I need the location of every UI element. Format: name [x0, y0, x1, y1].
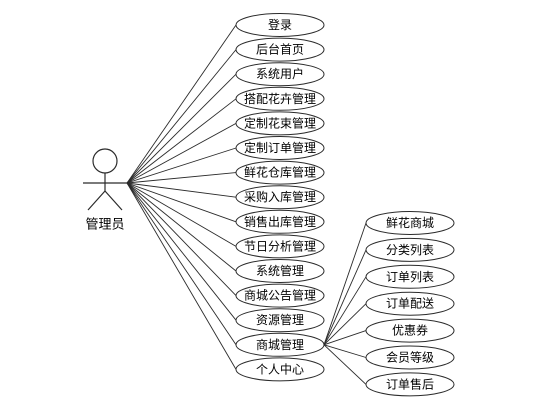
sub-use-case-ellipse[interactable]	[365, 291, 455, 316]
sub-use-case-coupon[interactable]: 优惠券	[365, 318, 455, 343]
sub-use-case-ellipse[interactable]	[365, 318, 455, 343]
mall-association-line-flower-mall	[323, 222, 367, 345]
use-case-admin-home[interactable]: 后台首页	[235, 37, 325, 62]
association-line-holiday-analysis-mgmt	[126, 182, 237, 247]
actor-figure: 管理员	[83, 148, 127, 233]
sub-use-case-after-sales[interactable]: 订单售后	[365, 372, 455, 397]
use-case-ellipse[interactable]	[235, 259, 325, 283]
use-case-holiday-analysis-mgmt[interactable]: 节日分析管理	[235, 234, 325, 259]
mall-association-line-member-level	[323, 344, 367, 358]
use-case-label: 节日分析管理	[244, 238, 316, 253]
use-case-label: 登录	[268, 17, 292, 32]
use-case-ellipse[interactable]	[235, 308, 325, 333]
sub-use-case-ellipse[interactable]	[365, 372, 455, 397]
use-case-list: 登录后台首页系统用户搭配花卉管理定制花束管理定制订单管理鲜花仓库管理采购入库管理…	[235, 13, 325, 382]
use-case-label: 销售出库管理	[244, 214, 316, 229]
actor-head	[92, 148, 118, 174]
use-case-custom-order-mgmt[interactable]: 定制订单管理	[235, 136, 325, 160]
actor-label: 管理员	[85, 218, 124, 233]
association-line-mall-notice-mgmt	[126, 182, 237, 296]
sub-use-case-label: 优惠券	[392, 323, 428, 338]
use-case-ellipse[interactable]	[235, 13, 325, 37]
use-case-mall-notice-mgmt[interactable]: 商城公告管理	[235, 283, 325, 308]
mall-association-line-order-delivery	[323, 303, 367, 346]
association-line-custom-bouquet-mgmt	[126, 123, 237, 184]
use-case-purchase-inbound-mgmt[interactable]: 采购入库管理	[235, 185, 325, 210]
use-case-sales-outbound-mgmt[interactable]: 销售出库管理	[235, 209, 325, 234]
use-case-label: 鲜花仓库管理	[244, 165, 316, 180]
mall-association-line-category-list	[323, 249, 367, 345]
use-case-ellipse[interactable]	[235, 209, 325, 234]
association-line-mall-mgmt	[126, 182, 237, 346]
mall-association-lines	[323, 222, 367, 385]
association-line-login	[126, 24, 237, 184]
use-case-system-mgmt[interactable]: 系统管理	[235, 259, 325, 283]
sub-use-case-label: 分类列表	[386, 243, 434, 257]
sub-use-case-ellipse[interactable]	[365, 264, 455, 289]
sub-use-case-flower-mall[interactable]: 鲜花商城	[365, 211, 455, 235]
use-case-ellipse[interactable]	[235, 86, 325, 111]
sub-use-case-label: 订单配送	[386, 296, 434, 311]
use-case-ellipse[interactable]	[235, 160, 325, 185]
use-case-ellipse[interactable]	[235, 62, 325, 87]
use-case-label: 定制花束管理	[244, 115, 316, 130]
sub-use-case-order-delivery[interactable]: 订单配送	[365, 291, 455, 316]
use-case-mall-mgmt[interactable]: 商城管理	[235, 332, 325, 357]
use-case-ellipse[interactable]	[235, 185, 325, 210]
use-case-custom-bouquet-mgmt[interactable]: 定制花束管理	[235, 111, 325, 136]
use-case-label: 采购入库管理	[244, 189, 316, 204]
association-line-purchase-inbound-mgmt	[126, 182, 237, 198]
actor-association-lines	[126, 24, 237, 370]
sub-use-case-category-list[interactable]: 分类列表	[365, 237, 455, 262]
association-line-custom-order-mgmt	[126, 147, 237, 184]
use-case-ellipse[interactable]	[235, 332, 325, 357]
use-case-warehouse-mgmt[interactable]: 鲜花仓库管理	[235, 160, 325, 185]
use-case-resource-mgmt[interactable]: 资源管理	[235, 308, 325, 333]
use-case-ellipse[interactable]	[235, 111, 325, 136]
use-case-flower-match-mgmt[interactable]: 搭配花卉管理	[235, 86, 325, 111]
association-line-system-mgmt	[126, 182, 237, 272]
sub-use-case-label: 会员等级	[386, 351, 434, 365]
association-line-system-users	[126, 73, 237, 184]
association-line-personal-center	[126, 182, 237, 370]
sub-use-case-order-list[interactable]: 订单列表	[365, 264, 455, 289]
use-case-label: 后台首页	[256, 42, 304, 57]
use-case-ellipse[interactable]	[235, 283, 325, 308]
use-case-ellipse[interactable]	[235, 357, 325, 382]
use-case-login[interactable]: 登录	[235, 13, 325, 37]
use-case-ellipse[interactable]	[235, 37, 325, 62]
use-case-label: 商城管理	[256, 337, 304, 352]
actor-left-leg	[87, 190, 106, 211]
use-case-label: 个人中心	[256, 361, 304, 376]
actor-right-leg	[104, 190, 123, 211]
sub-use-case-label: 鲜花商城	[386, 215, 434, 230]
use-case-personal-center[interactable]: 个人中心	[235, 357, 325, 382]
use-case-label: 定制订单管理	[244, 140, 316, 155]
use-case-label: 资源管理	[256, 312, 304, 327]
use-case-label: 搭配花卉管理	[244, 91, 316, 106]
sub-use-case-ellipse[interactable]	[365, 237, 455, 262]
mall-association-line-order-list	[323, 276, 367, 346]
association-line-admin-home	[126, 49, 237, 184]
sub-use-case-label: 订单售后	[386, 376, 434, 391]
use-case-label: 商城公告管理	[244, 288, 316, 303]
use-case-label: 系统用户	[256, 66, 304, 81]
sub-use-case-ellipse[interactable]	[365, 211, 455, 235]
sub-use-case-member-level[interactable]: 会员等级	[365, 345, 455, 370]
sub-use-case-label: 订单列表	[386, 270, 434, 284]
association-line-resource-mgmt	[126, 182, 237, 321]
sub-use-case-ellipse[interactable]	[365, 345, 455, 370]
use-case-ellipse[interactable]	[235, 136, 325, 160]
association-line-flower-match-mgmt	[126, 98, 237, 184]
use-case-ellipse[interactable]	[235, 234, 325, 259]
association-line-sales-outbound-mgmt	[126, 182, 237, 223]
use-case-system-users[interactable]: 系统用户	[235, 62, 325, 87]
mall-association-line-after-sales	[323, 344, 367, 385]
mall-association-line-coupon	[323, 330, 367, 346]
association-line-warehouse-mgmt	[126, 172, 237, 184]
use-case-label: 系统管理	[256, 263, 304, 278]
